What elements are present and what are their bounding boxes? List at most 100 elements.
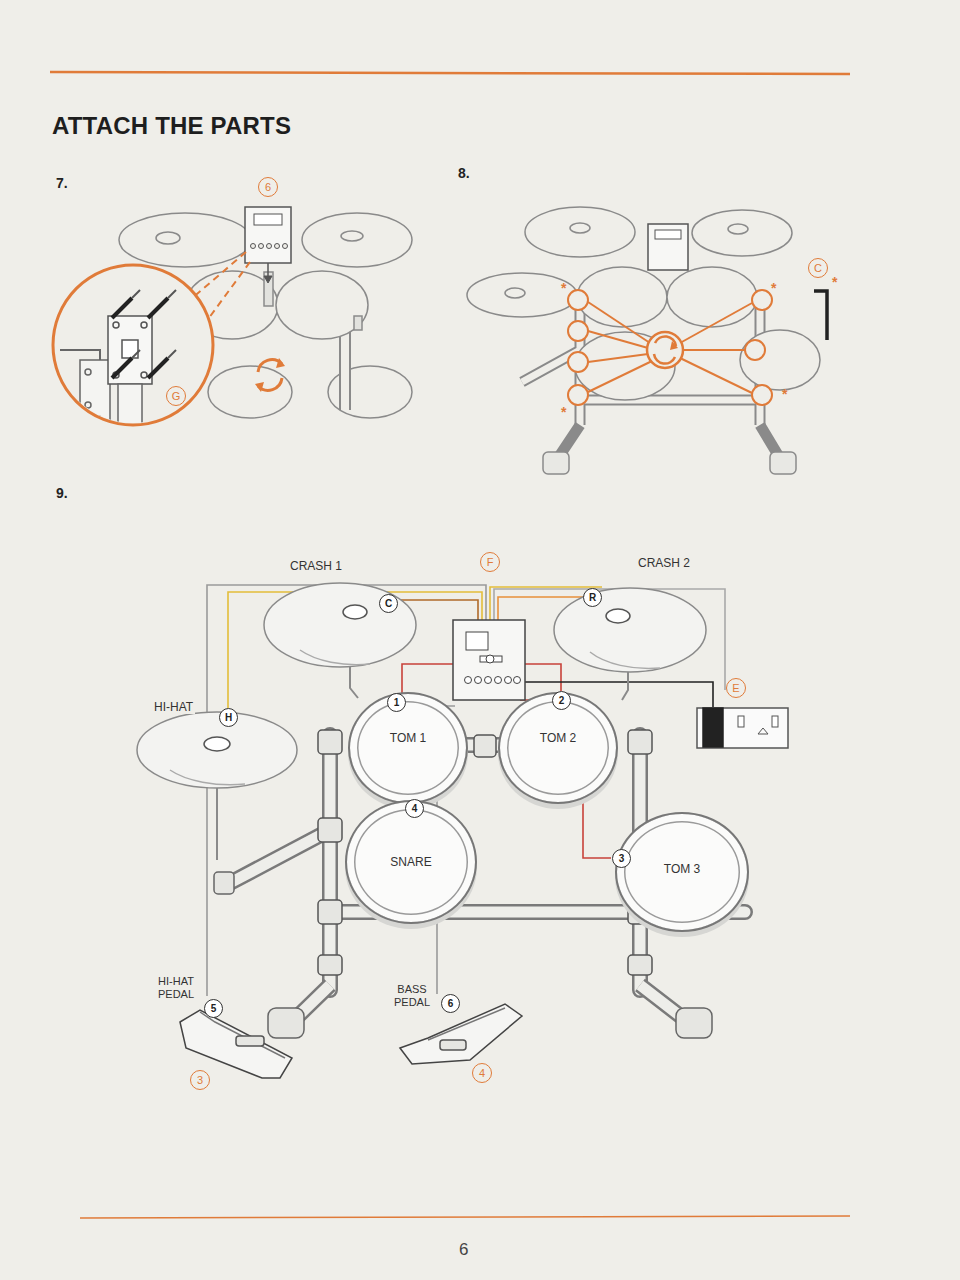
step8-illustration (728, 224, 748, 234)
callout-number: C (808, 258, 828, 278)
step9-illustration (268, 1008, 304, 1038)
step8-illustration (588, 302, 650, 343)
step7-illustration (208, 366, 292, 418)
part-name: CRASH 1 (288, 559, 344, 573)
step8-illustration (692, 210, 792, 256)
step7-illustration (85, 369, 91, 375)
step8-illustration (680, 303, 752, 343)
step9-illustration (400, 1004, 522, 1064)
step8-illustration (568, 385, 588, 405)
step7-illustration (190, 252, 246, 300)
step8-illustration (588, 361, 652, 392)
step9-illustration (486, 655, 494, 663)
step9-illustration (228, 735, 745, 990)
step9-illustration (318, 730, 342, 754)
step7-illustration (245, 207, 291, 263)
page-title: ATTACH THE PARTS (52, 112, 291, 140)
page-number: 6 (459, 1240, 468, 1260)
step9-illustration (453, 620, 525, 700)
step7-illustration (251, 244, 256, 249)
drum-pad: TOM 1 (348, 692, 468, 804)
port-number: 2 (552, 691, 571, 710)
step8-illustration (467, 273, 577, 317)
drum-pad: TOM 3 (615, 812, 749, 932)
step9-illustration (676, 1008, 712, 1038)
step7-illustration (255, 382, 264, 392)
pad-label: TOM 2 (540, 731, 576, 745)
step8-illustration (588, 331, 648, 348)
step8-illustration (568, 290, 772, 405)
step7-illustration (341, 231, 363, 241)
step9-illustration (495, 677, 502, 684)
step9-illustration (428, 1008, 505, 1040)
cable (494, 589, 725, 690)
step9-illustration (180, 1010, 292, 1078)
step9-illustration (318, 900, 342, 924)
step7-illustration (141, 322, 147, 328)
step9-illustration (606, 609, 630, 623)
step8-illustration (568, 290, 588, 310)
step7-illustration (276, 271, 368, 339)
asterisk-mark: * (782, 386, 787, 402)
step7-illustration (283, 244, 288, 249)
step8-illustration (570, 223, 590, 233)
step9-illustration (200, 1012, 285, 1058)
step7-illustration (206, 262, 250, 322)
step9-illustration (465, 677, 521, 684)
step7-illustration (275, 244, 280, 249)
step7-illustration (354, 316, 362, 330)
step8-illustration (505, 288, 525, 298)
port-number: 6 (441, 994, 460, 1013)
port-number: R (583, 588, 602, 607)
step7-illustration (113, 322, 119, 328)
step9-illustration (300, 650, 370, 665)
step8-illustration (683, 349, 745, 351)
port-number: 4 (405, 799, 424, 818)
step8-illustration (560, 425, 778, 455)
port-number: H (219, 708, 238, 727)
step9-illustration (628, 730, 652, 754)
pad-label: TOM 3 (664, 862, 700, 876)
step9-illustration (758, 728, 768, 734)
callout-number: 4 (472, 1063, 492, 1083)
step8-illustration (770, 452, 796, 474)
asterisk-mark: * (561, 404, 566, 420)
step8-illustration (647, 332, 683, 368)
asterisk-mark: * (832, 274, 837, 290)
step8-illustration (740, 330, 820, 390)
step-number: 9. (56, 485, 68, 501)
step9-illustration (505, 677, 512, 684)
step8-illustration (745, 340, 765, 360)
step9-illustration (480, 656, 502, 662)
step7-illustration (112, 358, 132, 378)
step7-illustration (53, 265, 213, 425)
step8-illustration (568, 352, 588, 372)
step7-illustration (276, 358, 285, 368)
step7-illustration (85, 402, 91, 408)
step9-illustration (440, 1040, 466, 1050)
step7-illustration (267, 244, 272, 249)
step9-illustration (514, 677, 521, 684)
drum-pad: SNARE (345, 800, 477, 924)
callout-number: G (166, 386, 186, 406)
step7-illustration (264, 276, 272, 283)
asterisk-mark: * (561, 280, 566, 296)
step8-illustration (814, 291, 827, 340)
step8-illustration (467, 207, 827, 474)
step7-illustration (53, 207, 412, 430)
step7-illustration (141, 372, 147, 378)
port-number: 5 (204, 999, 223, 1018)
step8-illustration (752, 385, 772, 405)
step9-illustration (697, 708, 788, 748)
step9-illustration (738, 716, 744, 727)
step9-illustration (170, 770, 245, 785)
step9-illustration (475, 677, 482, 684)
pad-label: SNARE (390, 855, 431, 869)
step9-illustration (236, 1036, 264, 1046)
step9-illustration (466, 632, 488, 650)
step7-illustration (302, 213, 412, 267)
step8-illustration (654, 354, 675, 364)
step8-illustration (648, 224, 688, 270)
page-rule (50, 72, 850, 1218)
step8-illustration (680, 358, 752, 393)
